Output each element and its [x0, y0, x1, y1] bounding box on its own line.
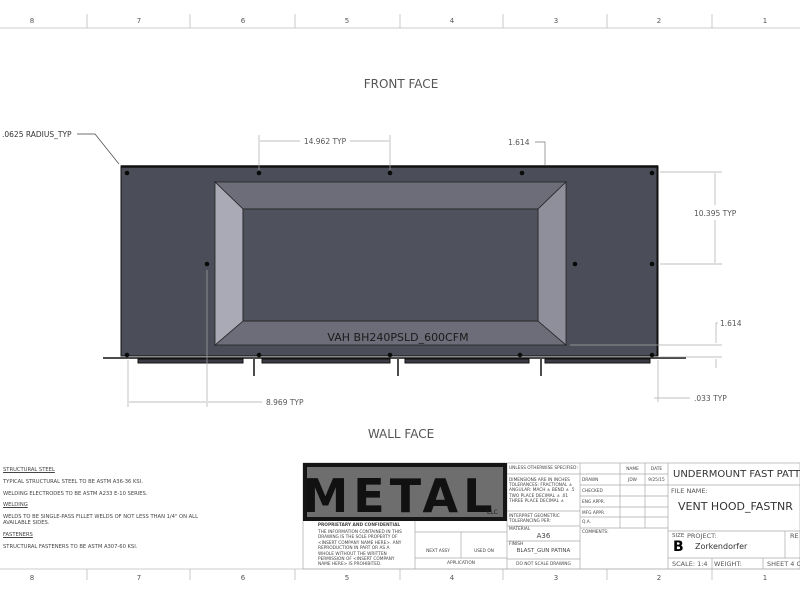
finish-label: FINISH — [509, 542, 524, 547]
file-name-label: FILE NAME: — [671, 487, 708, 495]
zone-label: 7 — [137, 17, 141, 25]
note-text: TYPICAL STRUCTURAL STEEL TO BE ASTM A36-… — [3, 479, 143, 485]
comments-label: COMMENTS: — [582, 530, 609, 535]
used-on-label: USED ON — [474, 549, 494, 554]
zone-label: 4 — [450, 17, 455, 25]
hole-spacing-vertical-dimension: 10.395 TYP — [694, 209, 737, 218]
eng-appr-label: ENG APPR. — [582, 500, 605, 505]
qa-label: Q.A. — [582, 520, 591, 525]
metal-logo: METAL LLC — [303, 463, 507, 523]
dimension-lines — [77, 133, 722, 407]
checked-label: CHECKED — [582, 489, 603, 494]
next-assy-label: NEXT ASSY — [426, 549, 450, 554]
drawn-label: DRAWN — [582, 478, 599, 483]
radius-dimension: .0625 RADIUS_TYP — [2, 130, 72, 139]
finish-value: BLAST_GUN PATINA — [516, 548, 571, 554]
size-label: SIZE — [672, 533, 685, 539]
flange-dimension: .033 TYP — [694, 394, 727, 403]
zone-label: 2 — [657, 17, 661, 25]
project-value: Zorkendorfer — [695, 542, 748, 551]
drawing-title: UNDERMOUNT FAST PATTER — [673, 469, 800, 480]
note-heading: FASTENERS — [3, 532, 33, 538]
mfg-appr-label: MFG APPR. — [582, 511, 606, 516]
material-label: MATERIAL — [509, 527, 531, 532]
file-name: VENT HOOD_FASTNR — [678, 500, 793, 513]
proprietary-title: PROPRIETARY AND CONFIDENTIAL — [317, 523, 401, 528]
drawn-name: JDW — [628, 478, 637, 483]
zone-label: 5 — [345, 17, 349, 25]
part-label: VAH BH240PSLD_600CFM — [327, 331, 468, 344]
front-face-label: FRONT FACE — [364, 77, 439, 91]
project-label: PROJECT: — [687, 532, 717, 540]
application-label: APPLICATION — [447, 561, 475, 566]
rev-label: RE — [790, 532, 799, 540]
name-header: NAME — [626, 467, 639, 472]
sheet-label: SHEET 4 O — [767, 560, 800, 568]
zone-label: 3 — [554, 17, 558, 25]
zone-label: 3 — [554, 574, 558, 582]
date-header: DATE — [650, 467, 663, 472]
bevel-frame — [213, 181, 568, 346]
note-text: WELDS TO BE SINGLE-PASS FILLET WELDS OF … — [3, 514, 198, 526]
edge-spacing-dimension: 8.969 TYP — [266, 398, 304, 407]
do-not-scale: DO NOT SCALE DRAWING — [516, 562, 571, 567]
mounting-holes — [124, 170, 655, 358]
note-text: STRUCTURAL FASTENERS TO BE ASTM A307-60 … — [3, 544, 138, 550]
zone-label: 6 — [241, 17, 246, 25]
material-value: A36 — [536, 532, 551, 540]
zone-label: 2 — [657, 574, 661, 582]
drawn-date: 9/25/15 — [648, 478, 665, 483]
svg-text:LLC: LLC — [487, 509, 498, 516]
zone-label: 8 — [30, 574, 34, 582]
zone-label: 7 — [137, 574, 141, 582]
bottom-flange — [103, 357, 686, 376]
note-heading: WELDING — [3, 502, 28, 508]
unless-specified: UNLESS OTHERWISE SPECIFIED: — [509, 466, 578, 471]
scale-label: SCALE: 1:4 — [672, 560, 708, 568]
zone-label: 6 — [241, 574, 246, 582]
geometric-tolerancing: INTERPRET GEOMETRIC TOLERANCING PER: — [509, 514, 560, 524]
zone-label: 4 — [450, 574, 455, 582]
hole-spacing-horizontal-dimension: 14.962 TYP — [304, 137, 347, 146]
weight-label: WEIGHT: — [714, 560, 742, 568]
tolerances: DIMENSIONS ARE IN INCHES TOLERANCES: FRA… — [509, 478, 575, 504]
zone-label: 1 — [763, 574, 767, 582]
zone-label: 8 — [30, 17, 34, 25]
right-offset-dimension: 1.614 — [720, 319, 742, 328]
proprietary-text: THE INFORMATION CONTAINED IN THIS DRAWIN… — [318, 530, 402, 568]
size-value: B — [673, 539, 684, 555]
zone-label: 5 — [345, 574, 349, 582]
note-text: WELDING ELECTRODES TO BE ASTM A233 E-10 … — [3, 491, 148, 497]
svg-text:METAL: METAL — [303, 469, 498, 523]
note-heading: STRUCTURAL STEEL — [3, 467, 55, 473]
top-offset-dimension: 1.614 — [508, 138, 530, 147]
zone-label: 1 — [763, 17, 767, 25]
vent-hood-panel: VAH BH240PSLD_600CFM — [103, 165, 686, 376]
wall-face-label: WALL FACE — [368, 427, 434, 441]
